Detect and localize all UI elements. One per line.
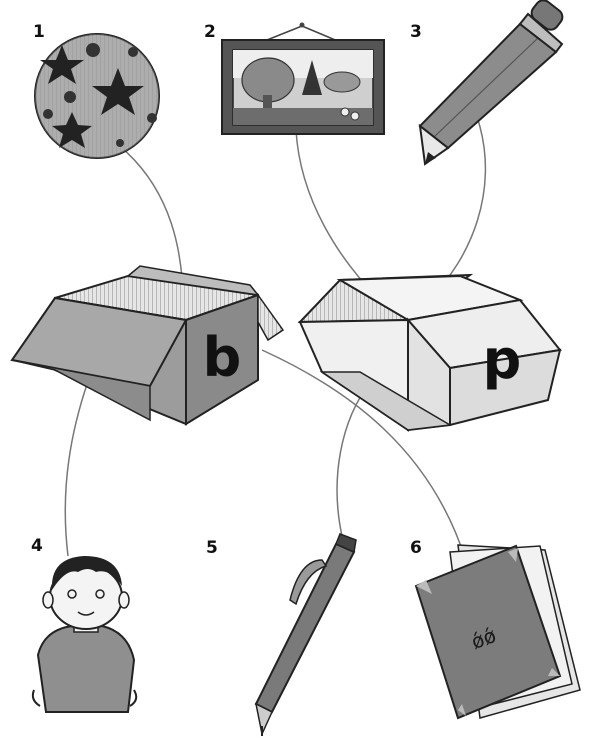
item-number-3: 3 bbox=[410, 22, 422, 42]
box-p[interactable]: p bbox=[297, 273, 562, 432]
picture-illustration[interactable] bbox=[221, 22, 385, 135]
boy-illustration[interactable] bbox=[31, 556, 138, 713]
item-number-6: 6 bbox=[410, 538, 422, 558]
pencil-illustration[interactable] bbox=[418, 0, 566, 166]
item-number-4: 4 bbox=[31, 536, 43, 556]
book-illustration[interactable]: ǿǿ bbox=[414, 544, 581, 720]
ball-illustration[interactable] bbox=[34, 33, 160, 159]
line-b-to-boy[interactable] bbox=[64, 369, 93, 557]
item-number-1: 1 bbox=[33, 22, 45, 42]
box-p-letter: p bbox=[483, 328, 522, 391]
box-b[interactable]: b bbox=[10, 265, 285, 426]
line-picture-to-p[interactable] bbox=[295, 129, 379, 299]
pen-illustration[interactable] bbox=[254, 533, 357, 737]
line-b-to-book[interactable] bbox=[261, 349, 466, 559]
item-number-5: 5 bbox=[206, 538, 218, 558]
box-b-letter: b bbox=[203, 326, 242, 389]
item-number-2: 2 bbox=[204, 22, 216, 42]
